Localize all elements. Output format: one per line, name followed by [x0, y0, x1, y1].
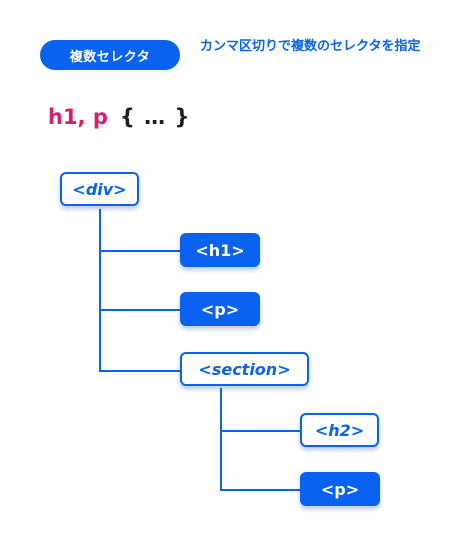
node-section: <section>: [180, 352, 309, 386]
node-div: <div>: [60, 172, 139, 206]
node-p-nested: <p>: [300, 472, 380, 506]
connector-div-p: [99, 251, 182, 311]
node-p-label: <p>: [200, 299, 240, 319]
node-h2-label: <h2>: [314, 420, 365, 440]
badge-label: 複数セレクタ: [69, 49, 151, 65]
code-selector: h1, p: [48, 105, 108, 129]
node-p-nested-label: <p>: [320, 479, 360, 499]
connector-div-h1: [99, 209, 182, 252]
node-h2: <h2>: [300, 413, 379, 447]
node-p: <p>: [180, 292, 260, 326]
node-div-label: <div>: [72, 179, 127, 199]
code-body: { … }: [119, 105, 191, 129]
node-h1: <h1>: [180, 233, 260, 267]
connector-section-h2: [220, 388, 302, 432]
connector-section-p: [220, 431, 302, 491]
selector-type-badge: 複数セレクタ: [40, 40, 180, 70]
connector-div-section: [99, 310, 182, 372]
node-section-label: <section>: [198, 359, 291, 379]
description-text: カンマ区切りで複数のセレクタを指定: [200, 39, 421, 54]
code-example: h1, p { … }: [48, 100, 190, 134]
node-h1-label: <h1>: [195, 240, 245, 260]
